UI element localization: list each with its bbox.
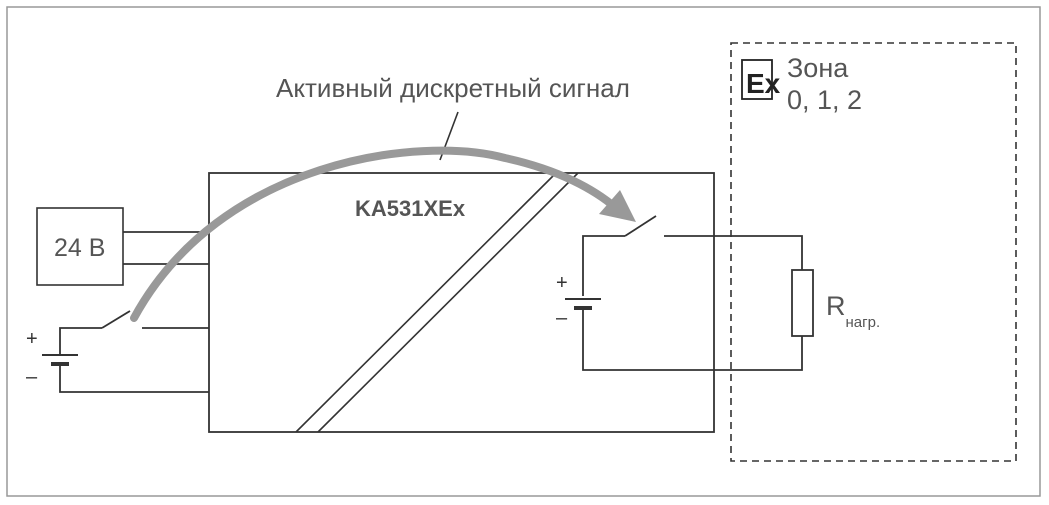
zone-numbers: 0, 1, 2 (787, 85, 862, 115)
supply-box (36, 207, 124, 286)
isolation-line-2 (317, 172, 579, 433)
load-resistor-icon (791, 269, 814, 337)
outer-frame (6, 6, 1041, 497)
ex-mark-text: Ex (746, 68, 781, 99)
right-switch-blade (624, 215, 657, 237)
isolation-line-1 (295, 172, 557, 433)
load-symbol: R (826, 291, 846, 321)
load-subscript: нагр. (846, 314, 881, 331)
left-battery-icon (42, 354, 78, 366)
ex-mark-icon: Ex (741, 59, 781, 100)
device-name: KA531XEx (355, 196, 466, 221)
signal-arrow-icon (130, 146, 636, 322)
left-switch-blade (101, 310, 131, 329)
right-output-wire-bottom (582, 308, 803, 371)
right-output-wire-top-right (664, 235, 803, 270)
right-battery-icon (565, 298, 601, 310)
left-input-wire-top (59, 327, 102, 355)
signal-label: Активный дискретный сигнал (276, 73, 630, 103)
zone-label: Зона (787, 53, 849, 83)
supply-label: 24 В (54, 234, 105, 262)
device-box (208, 172, 715, 433)
load-label: Rнагр. (826, 291, 880, 331)
left-battery-plus: + (26, 328, 38, 350)
ex-zone-box (730, 42, 1017, 462)
left-input-wire-bottom (59, 364, 209, 393)
left-battery-minus: – (26, 366, 38, 388)
right-battery-minus: – (556, 307, 568, 329)
right-output-wire-top-left (582, 235, 625, 296)
right-battery-plus: + (556, 272, 568, 294)
